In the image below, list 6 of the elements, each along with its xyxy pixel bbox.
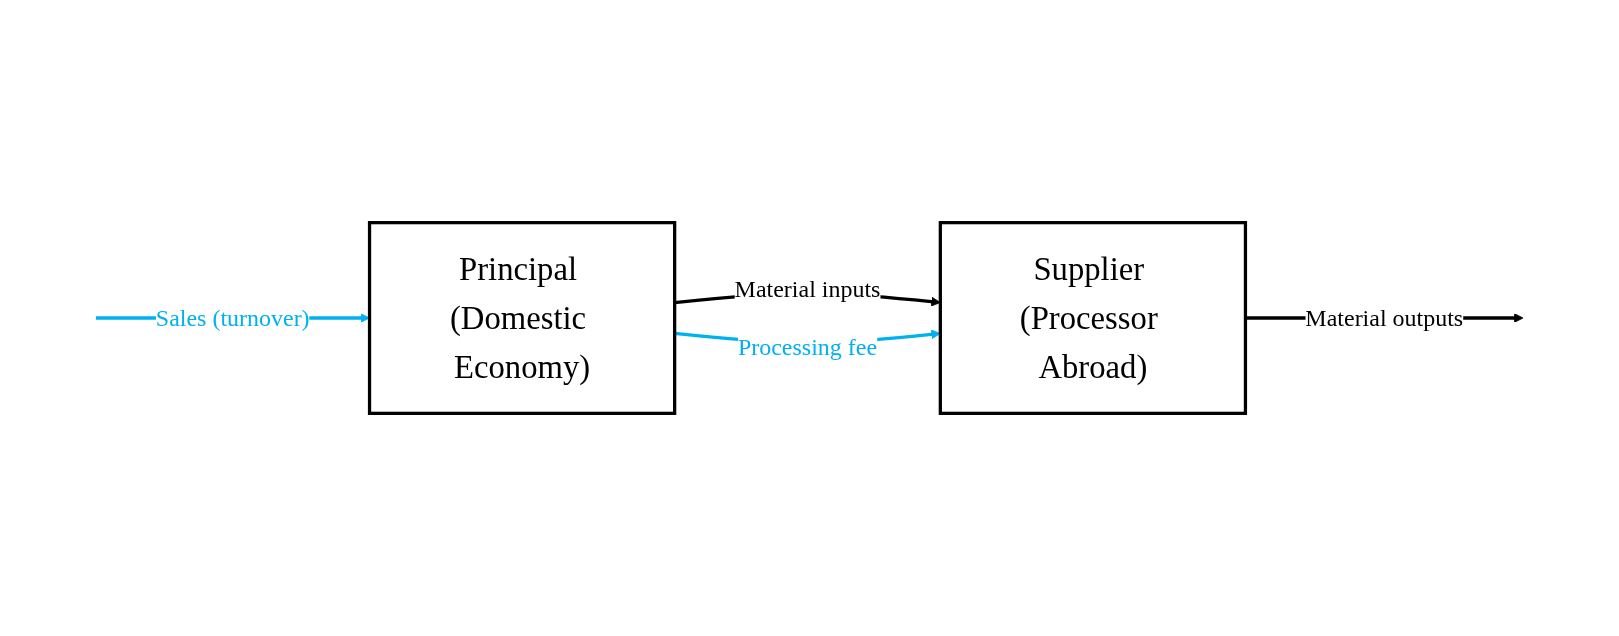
edge-label: Sales (turnover) [155,304,310,332]
node-box: Principal (Domestic Economy) [367,221,677,415]
edge-label: Processing fee [737,333,878,361]
node-box: Supplier (Processor Abroad) [938,221,1248,415]
edge-label: Material outputs [1305,304,1464,332]
edge-label: Material inputs [734,275,881,303]
